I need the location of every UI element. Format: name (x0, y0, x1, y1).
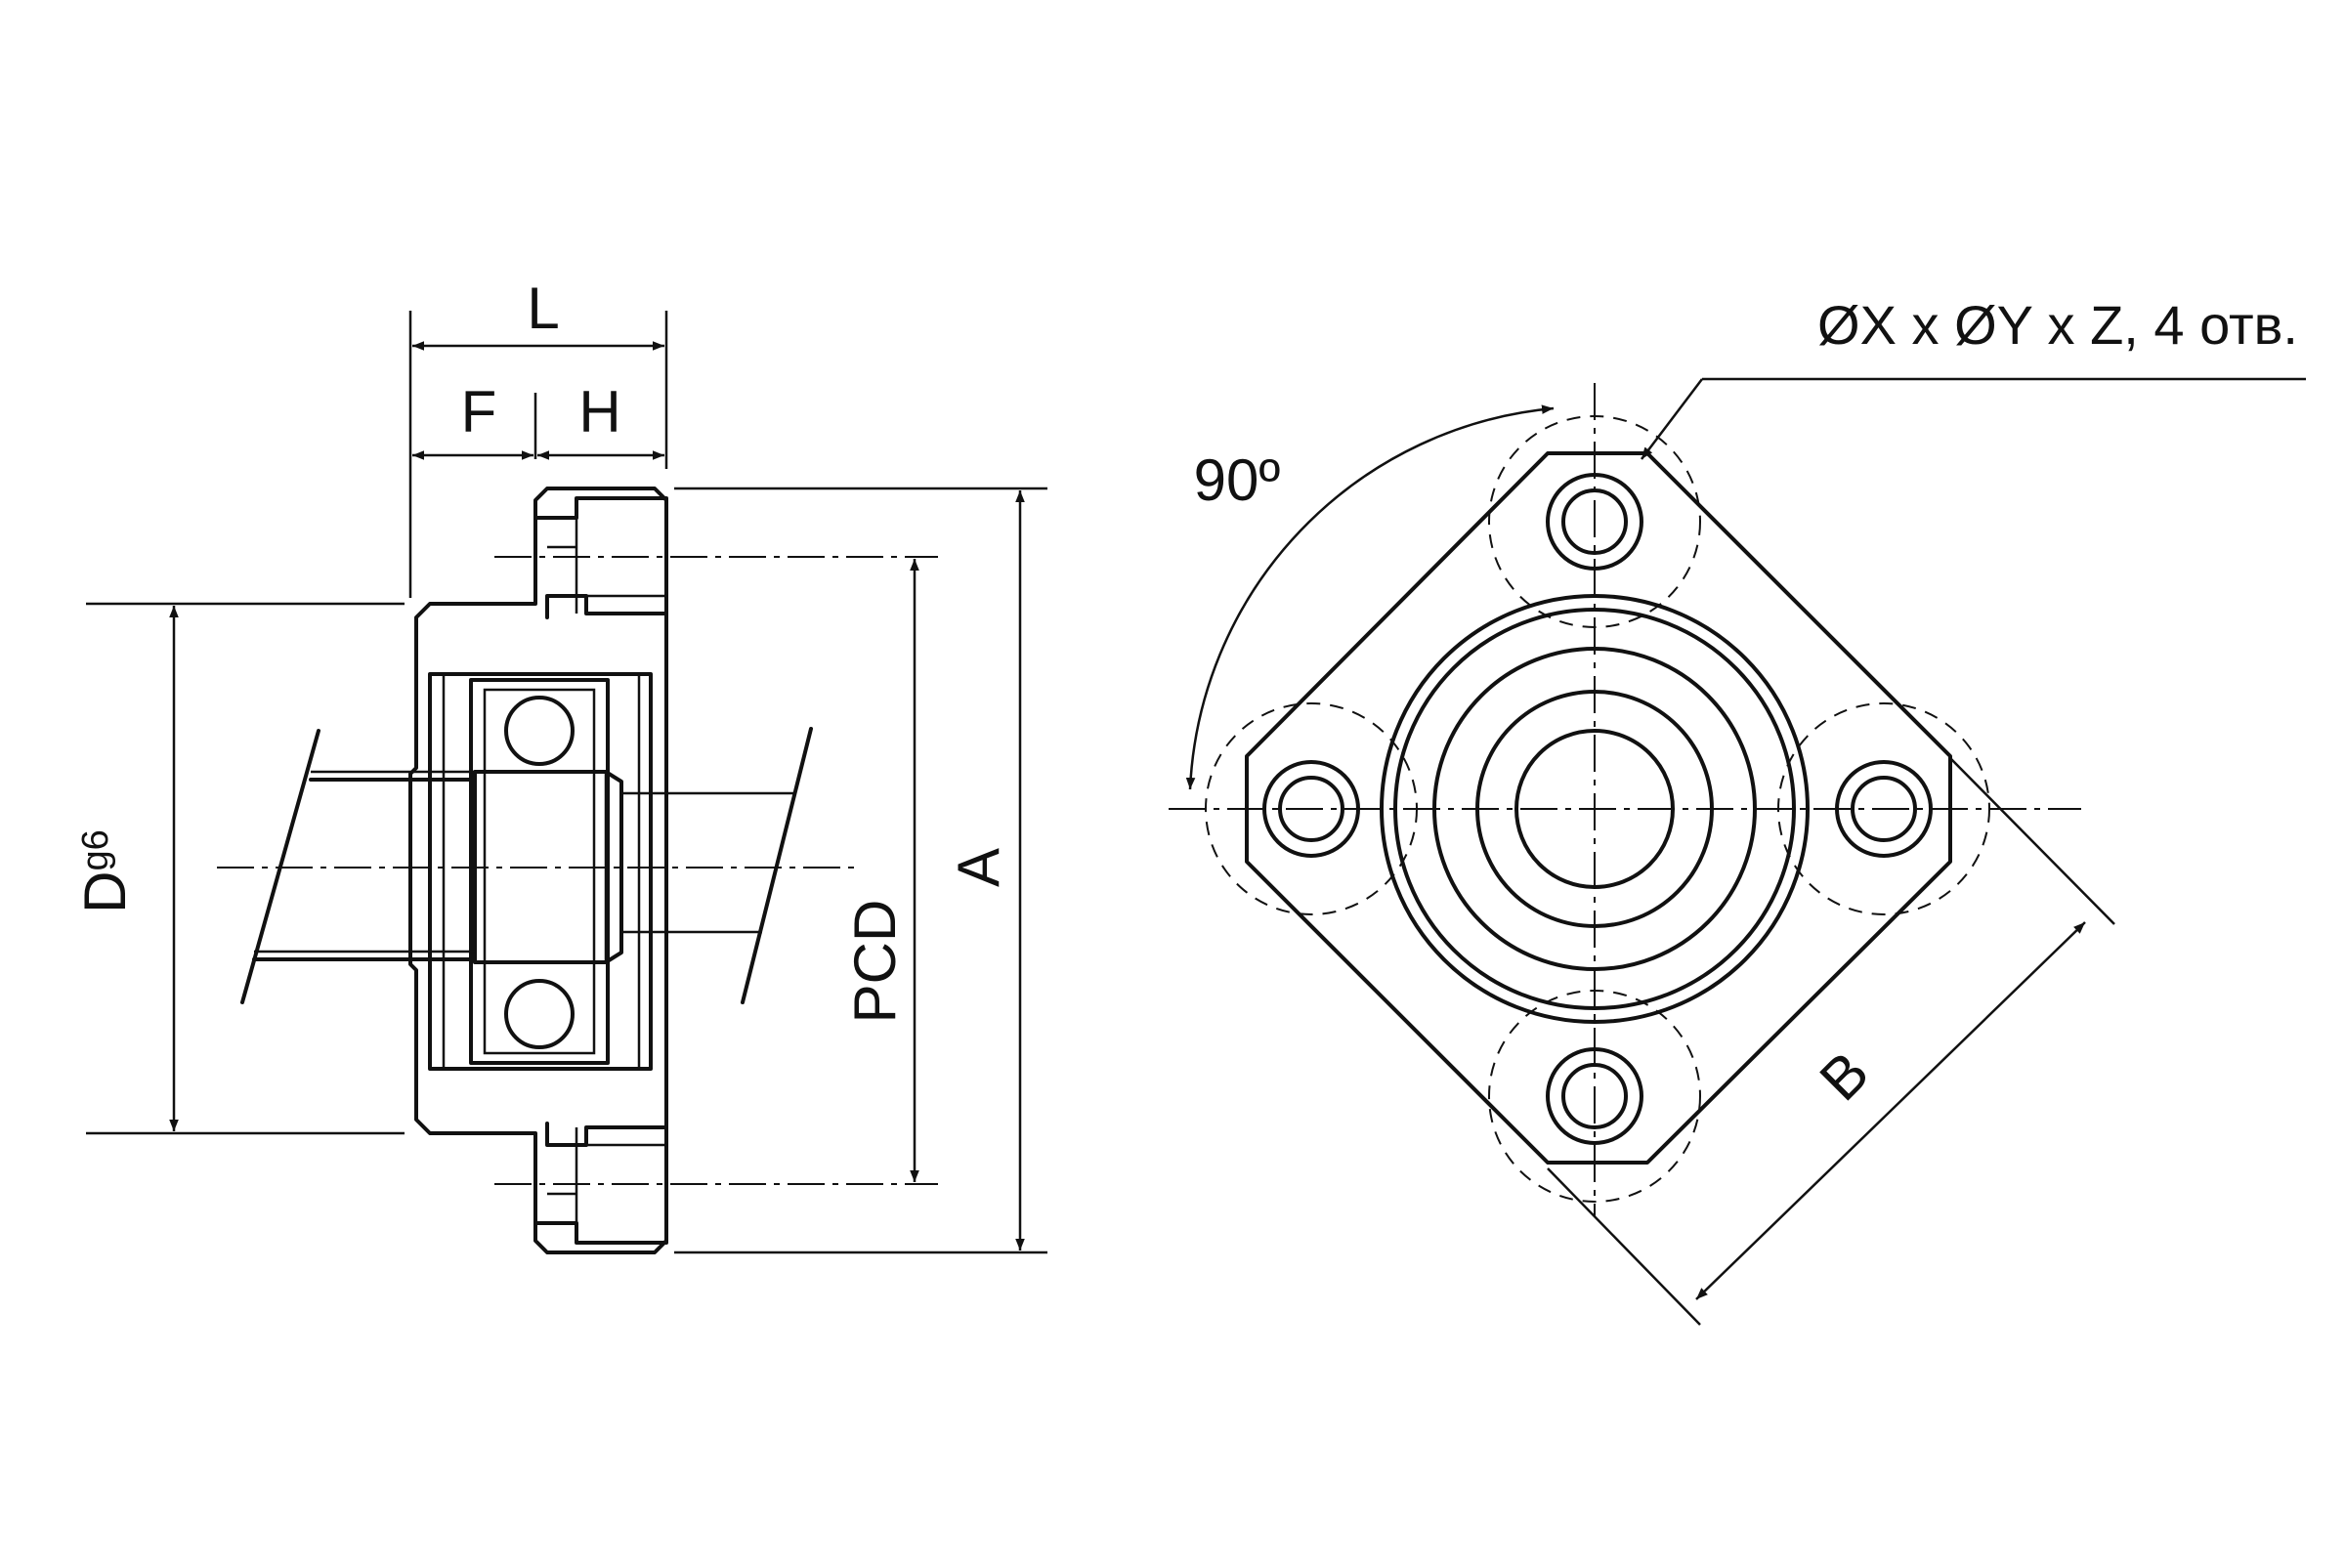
bearing-ball-top (504, 696, 575, 766)
front-view: B 90º ØX x ØY x Z, 4 отв. (1169, 294, 2306, 1326)
dim-line-B (1695, 921, 2086, 1300)
label-A: A (946, 848, 1011, 887)
bearing-outer-race (469, 678, 610, 1065)
flange-diamond (1245, 451, 1952, 1165)
flange-outline (408, 487, 668, 1254)
label-PCD: PCD (842, 900, 908, 1024)
angle-arc (1185, 404, 1555, 790)
side-view: L F H Dg6 PCD A (72, 275, 1047, 1254)
label-angle: 90º (1194, 447, 1281, 513)
lower-bolt-pocket (533, 1122, 668, 1245)
label-F: F (461, 379, 497, 445)
bearing-ball-bottom (504, 979, 575, 1049)
label-L: L (527, 275, 559, 341)
leader-line (1641, 378, 1703, 460)
label-D: Dg6 (72, 829, 138, 913)
inner-cavity (428, 672, 653, 1071)
hole-note: ØX x ØY x Z, 4 отв. (1817, 294, 2298, 356)
label-B: B (1808, 1039, 1882, 1114)
label-H: H (578, 379, 620, 445)
upper-bolt-pocket (533, 496, 668, 619)
